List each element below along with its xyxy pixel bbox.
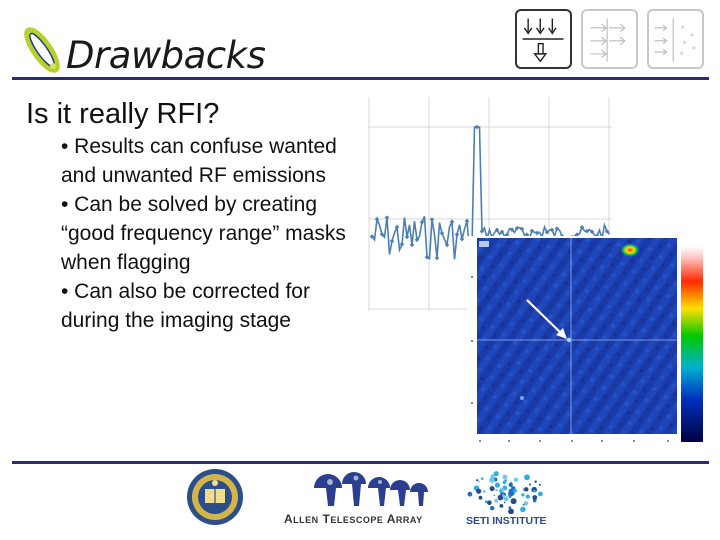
spectrum-marker	[584, 229, 590, 234]
seti-dot	[484, 500, 488, 504]
seti-dot	[493, 494, 496, 497]
seti-dot	[509, 496, 511, 498]
svg-text:*: *	[690, 31, 694, 41]
seti-dot	[525, 494, 530, 499]
university-seal-logo	[187, 469, 243, 525]
seti-dot	[490, 506, 495, 511]
seti-dot	[502, 474, 508, 480]
bullet-list: • Results can confuse wanted and unwante…	[61, 132, 366, 335]
seti-dot	[499, 504, 504, 508]
seti-dot	[524, 474, 530, 481]
right-arrows-thumbnail-icon	[581, 9, 638, 69]
seti-dot	[476, 488, 482, 494]
svg-text:*: *	[692, 44, 696, 54]
seti-dot	[524, 487, 529, 492]
seti-dot	[467, 491, 473, 497]
spectrum-marker	[544, 230, 550, 235]
seti-dot	[499, 489, 502, 493]
stars-thumbnail-icon: * * * * *	[647, 9, 704, 69]
comet-orbit-icon	[24, 27, 60, 73]
bullet-item: • Can be solved by creating “good freque…	[61, 193, 346, 274]
spectrum-marker	[514, 225, 520, 231]
seti-dot	[478, 480, 480, 483]
footer-divider	[12, 461, 709, 464]
spectrum-marker	[499, 229, 505, 235]
seti-dot	[503, 501, 506, 504]
seti-dot	[538, 483, 541, 486]
seti-dot	[503, 496, 509, 502]
seti-dot	[508, 508, 514, 514]
seti-dot	[487, 500, 492, 505]
seti-dot	[508, 482, 513, 487]
spectrum-marker	[524, 232, 530, 238]
seti-dot	[508, 506, 512, 510]
seti-dot	[533, 489, 536, 493]
seti-dot	[502, 480, 507, 485]
slide-subtitle: Is it really RFI?	[26, 98, 220, 130]
svg-text:*: *	[682, 38, 686, 48]
seti-dot	[522, 503, 525, 506]
seti-dot	[489, 477, 495, 483]
seti-dot	[478, 495, 483, 500]
slide-title: Drawbacks	[66, 34, 266, 77]
seti-dot	[513, 488, 517, 493]
seti-dot	[489, 486, 495, 492]
ata-dishes-logo	[314, 472, 428, 506]
title-divider	[12, 77, 709, 80]
seti-dot	[476, 479, 479, 482]
spectrum-marker	[519, 226, 525, 232]
seti-dot	[532, 495, 538, 500]
seti-dot	[480, 477, 484, 480]
svg-text:*: *	[681, 24, 685, 34]
spectrum-marker	[589, 229, 595, 234]
spectrum-marker	[604, 229, 610, 234]
seti-dot	[520, 506, 526, 513]
spectrum-marker	[504, 232, 510, 238]
seti-logo-text: SETI INSTITUTE	[466, 515, 547, 527]
seti-dot	[494, 498, 499, 503]
seti-dot	[493, 471, 499, 477]
svg-text:*: *	[680, 50, 684, 60]
seti-dot	[523, 501, 529, 506]
spectrum-marker	[574, 232, 580, 237]
seti-dot	[508, 491, 514, 497]
seti-dot	[513, 477, 519, 482]
seti-dot	[494, 482, 500, 488]
seti-dot	[521, 493, 525, 497]
seti-dot	[534, 480, 537, 483]
spectrum-marker	[529, 228, 535, 234]
seti-dot	[528, 483, 532, 486]
bullet-item: • Can also be corrected for during the i…	[61, 280, 310, 332]
rfi-image-panel	[467, 236, 708, 448]
seti-dot	[500, 495, 503, 499]
bullet-item: • Results can confuse wanted and unwante…	[61, 135, 337, 187]
seti-dot	[502, 494, 505, 497]
seti-dot	[482, 490, 486, 493]
seti-dot	[510, 498, 517, 505]
seti-dots-logo	[467, 471, 543, 514]
spectrum-marker	[554, 226, 560, 231]
downward-arrows-thumbnail-icon	[515, 9, 572, 69]
seti-dot	[538, 491, 543, 497]
ata-logo-text: ALLEN TELESCOPE ARRAY	[284, 512, 423, 526]
seti-dot	[495, 488, 498, 492]
